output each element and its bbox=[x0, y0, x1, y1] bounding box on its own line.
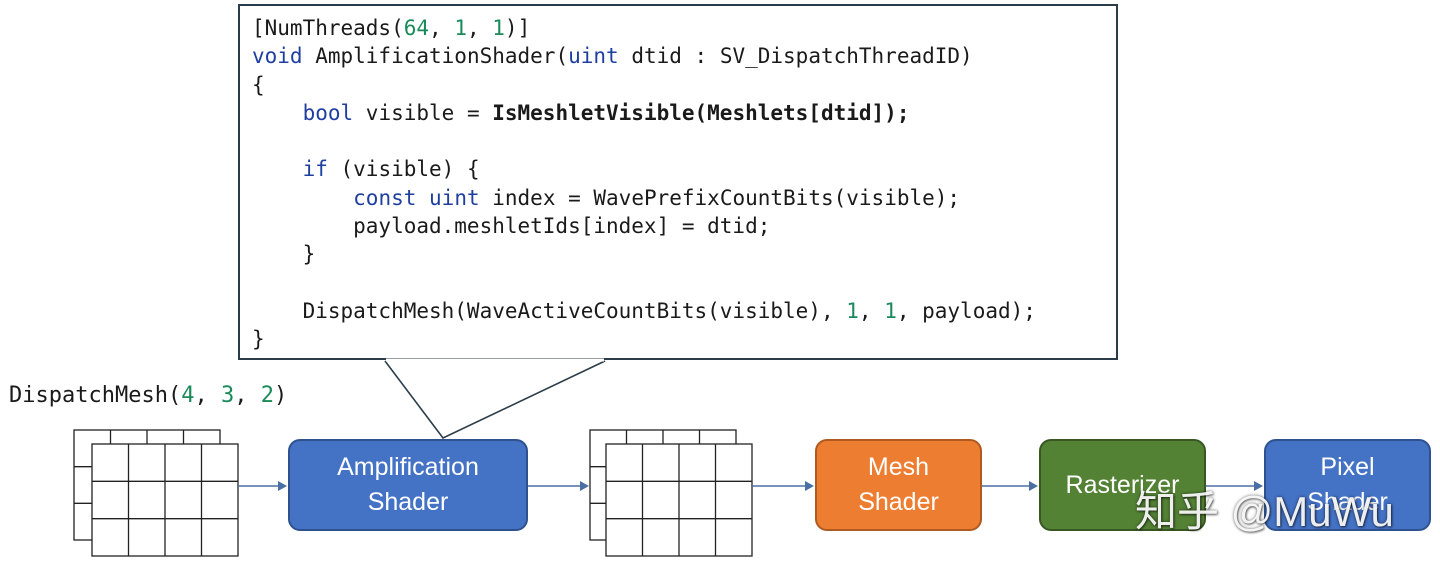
code-number: 1 bbox=[454, 16, 467, 40]
stage-label-line: Shader bbox=[858, 488, 939, 516]
code-number: 1 bbox=[492, 16, 505, 40]
code-token: , payload); bbox=[896, 298, 1036, 323]
code-token: , bbox=[194, 383, 221, 408]
code-token: visible = bbox=[353, 100, 493, 125]
code-keyword: uint bbox=[429, 185, 480, 210]
dispatch-mesh-label: DispatchMesh(4, 3, 2) bbox=[9, 383, 287, 408]
code-line-6: if (visible) { bbox=[252, 155, 1036, 183]
stage-label-line: Shader bbox=[367, 488, 449, 516]
stage-label-line: Shader bbox=[1307, 488, 1388, 516]
pipeline-arrows bbox=[238, 481, 1263, 491]
code-number: 1 bbox=[846, 298, 859, 323]
stage-label-line: Mesh bbox=[867, 453, 930, 481]
watermark: 知乎 @MuWu bbox=[1135, 488, 1394, 535]
code-keyword: if bbox=[302, 157, 328, 182]
arrow-amplification-to-grid bbox=[528, 481, 589, 491]
code-line-4: bool visible = IsMeshletVisible(Meshlets… bbox=[252, 99, 1036, 127]
arrow-grid-to-mesh bbox=[752, 481, 814, 491]
code-number: 2 bbox=[260, 383, 274, 408]
pixel-shader-stage: Pixel Shader bbox=[1264, 439, 1431, 531]
code-token: AmplificationShader( bbox=[302, 44, 569, 69]
code-line-12: } bbox=[252, 327, 265, 352]
code-block: [NumThreads(64, 1, 1)]void Amplification… bbox=[252, 14, 1036, 354]
code-number: 3 bbox=[220, 383, 235, 408]
mesh-shader-stage: Mesh Shader bbox=[815, 439, 982, 531]
code-line-11: DispatchMesh(WaveActiveCountBits(visible… bbox=[252, 297, 1036, 325]
code-token: DispatchMesh( bbox=[9, 383, 182, 408]
code-token: DispatchMesh(WaveActiveCountBits(visible… bbox=[252, 298, 847, 323]
mesh-grid-layer-front bbox=[605, 443, 753, 557]
rasterizer-stage: Rasterizer bbox=[1039, 439, 1206, 531]
code-number: 4 bbox=[181, 383, 195, 408]
code-line-7: const uint index = WavePrefixCountBits(v… bbox=[252, 184, 1036, 212]
code-token: , bbox=[858, 298, 885, 323]
callout-pointer bbox=[384, 360, 606, 440]
code-token: )] bbox=[504, 16, 531, 40]
code-token: ) bbox=[273, 383, 288, 408]
code-token: , bbox=[429, 16, 455, 40]
code-keyword: bool bbox=[302, 100, 354, 125]
code-number: 1 bbox=[884, 298, 897, 323]
code-keyword: void bbox=[252, 44, 303, 69]
code-token: , bbox=[466, 16, 493, 40]
code-token: index = WavePrefixCountBits(visible); bbox=[479, 185, 961, 210]
arrow-rasterizer-to-pixel bbox=[1206, 481, 1263, 491]
code-line-2: void AmplificationShader(uint dtid : SV_… bbox=[252, 42, 1036, 70]
arrow-grid-to-amplification bbox=[238, 481, 287, 491]
code-token: , bbox=[234, 383, 261, 408]
code-line-1: [NumThreads(64, 1, 1)] bbox=[252, 14, 1036, 42]
grid-layer-front bbox=[91, 443, 239, 557]
code-line-3: { bbox=[252, 72, 265, 97]
code-bold-call: IsMeshletVisible(Meshlets[dtid]); bbox=[492, 100, 910, 125]
code-line-8: payload.meshletIds[index] = dtid; bbox=[252, 214, 771, 239]
code-keyword: uint bbox=[568, 44, 619, 69]
mesh-grid-stack bbox=[589, 429, 753, 557]
stage-label-line: Pixel bbox=[1320, 453, 1375, 481]
code-line-9: } bbox=[252, 242, 316, 267]
code-callout: [NumThreads(64, 1, 1)]void Amplification… bbox=[238, 4, 1118, 360]
code-number: 64 bbox=[403, 16, 430, 40]
code-token: dtid : SV_DispatchThreadID) bbox=[618, 44, 973, 69]
code-token: (visible) { bbox=[327, 157, 480, 182]
code-keyword: const bbox=[353, 185, 417, 210]
arrow-mesh-to-rasterizer bbox=[982, 481, 1038, 491]
amplification-shader-stage: Amplification Shader bbox=[288, 439, 528, 531]
dispatch-grid-stack bbox=[73, 429, 239, 557]
code-token: [NumThreads( bbox=[252, 16, 404, 40]
stage-label-line: Rasterizer bbox=[1065, 470, 1180, 499]
stage-label-line: Amplification bbox=[337, 453, 479, 481]
